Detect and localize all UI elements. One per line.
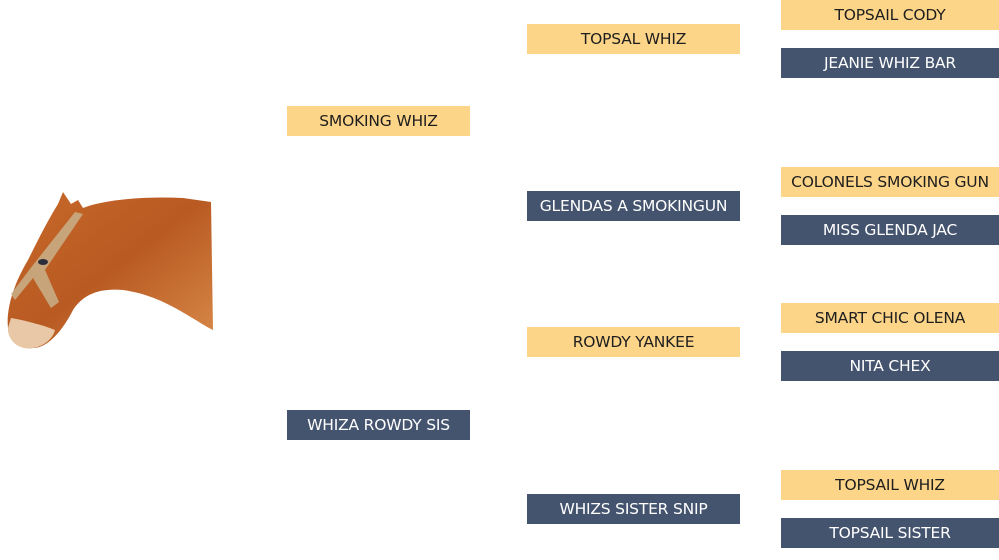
dam-dam-sire-box[interactable]: TOPSAIL WHIZ bbox=[781, 470, 999, 500]
sire-dam-box[interactable]: GLENDAS A SMOKINGUN bbox=[527, 191, 740, 221]
dam-sire-box[interactable]: ROWDY YANKEE bbox=[527, 327, 740, 357]
sire-box[interactable]: SMOKING WHIZ bbox=[287, 106, 470, 136]
dam-dam-box[interactable]: WHIZS SISTER SNIP bbox=[527, 494, 740, 524]
dam-sire-dam-box[interactable]: NITA CHEX bbox=[781, 351, 999, 381]
sire-sire-box[interactable]: TOPSAL WHIZ bbox=[527, 24, 740, 54]
horse-head-photo bbox=[7, 190, 218, 355]
dam-box[interactable]: WHIZA ROWDY SIS bbox=[287, 410, 470, 440]
dam-sire-sire-box[interactable]: SMART CHIC OLENA bbox=[781, 303, 999, 333]
sire-sire-sire-box[interactable]: TOPSAIL CODY bbox=[781, 0, 999, 30]
dam-dam-dam-box[interactable]: TOPSAIL SISTER bbox=[781, 518, 999, 548]
sire-dam-dam-box[interactable]: MISS GLENDA JAC bbox=[781, 215, 999, 245]
sire-sire-dam-box[interactable]: JEANIE WHIZ BAR bbox=[781, 48, 999, 78]
sire-dam-sire-box[interactable]: COLONELS SMOKING GUN bbox=[781, 167, 999, 197]
